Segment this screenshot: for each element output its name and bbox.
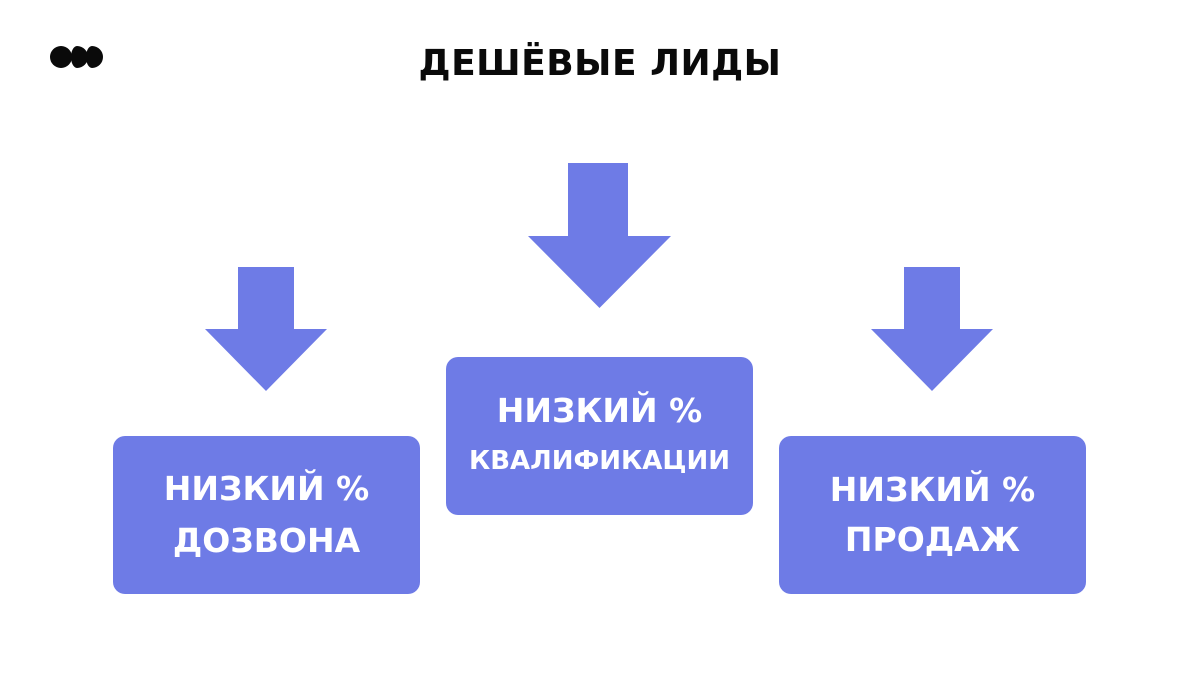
down-arrow-center-icon — [528, 163, 671, 308]
box-label-line-2: ДОЗВОНА — [172, 521, 361, 560]
box-label-line-1: НИЗКИЙ % — [829, 470, 1036, 509]
page-title: ДЕШЁВЫЕ ЛИДЫ — [418, 43, 782, 84]
brand-logo-icon — [50, 46, 103, 68]
box-label-line-2: КВАЛИФИКАЦИИ — [468, 446, 731, 476]
down-arrow-right-icon — [871, 267, 993, 391]
box-label-line-1: НИЗКИЙ % — [496, 391, 703, 430]
box-label-line-1: НИЗКИЙ % — [163, 469, 370, 508]
low-qualification-rate-box: НИЗКИЙ % КВАЛИФИКАЦИИ — [446, 357, 753, 515]
box-label-line-2: ПРОДАЖ — [844, 520, 1021, 559]
low-sales-rate-box: НИЗКИЙ % ПРОДАЖ — [779, 436, 1086, 594]
down-arrow-left-icon — [205, 267, 327, 391]
low-dial-rate-box: НИЗКИЙ % ДОЗВОНА — [113, 436, 420, 594]
